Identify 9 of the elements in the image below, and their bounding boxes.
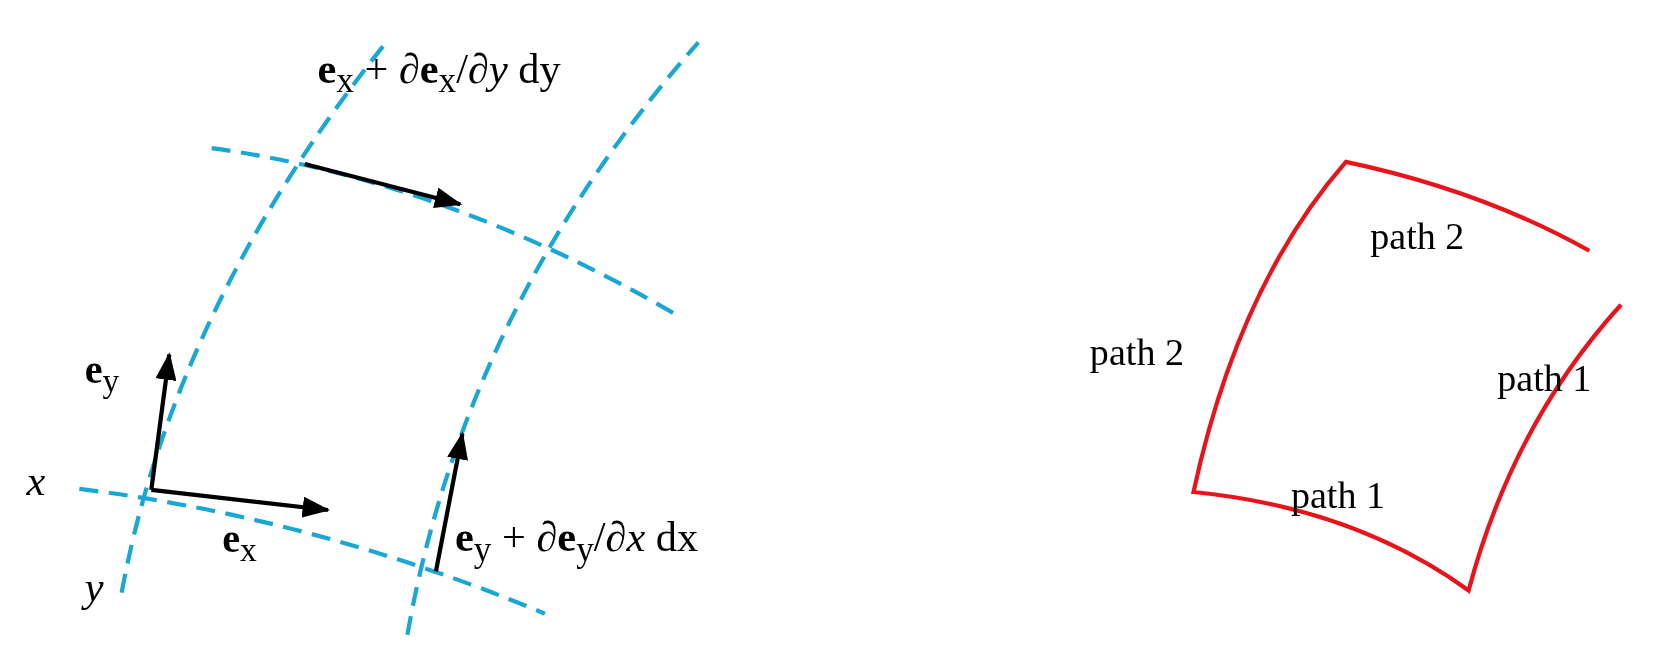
formula-label: e$_{x}$ + ∂e$_{x}$/∂y dy (317, 47, 561, 98)
formula-label: e$_{y}$ + ∂e$_{y}$/∂x dx (455, 516, 699, 567)
path-label: path 2 (1089, 333, 1184, 372)
path-label: path 2 (1370, 216, 1465, 255)
path-label: path 1 (1290, 476, 1386, 515)
path-label: path 1 (1497, 359, 1592, 398)
vector-label: e$_{y}$ (84, 349, 120, 399)
axis-label: x (26, 460, 46, 503)
vector-label: e$_{x}$ (222, 518, 257, 568)
